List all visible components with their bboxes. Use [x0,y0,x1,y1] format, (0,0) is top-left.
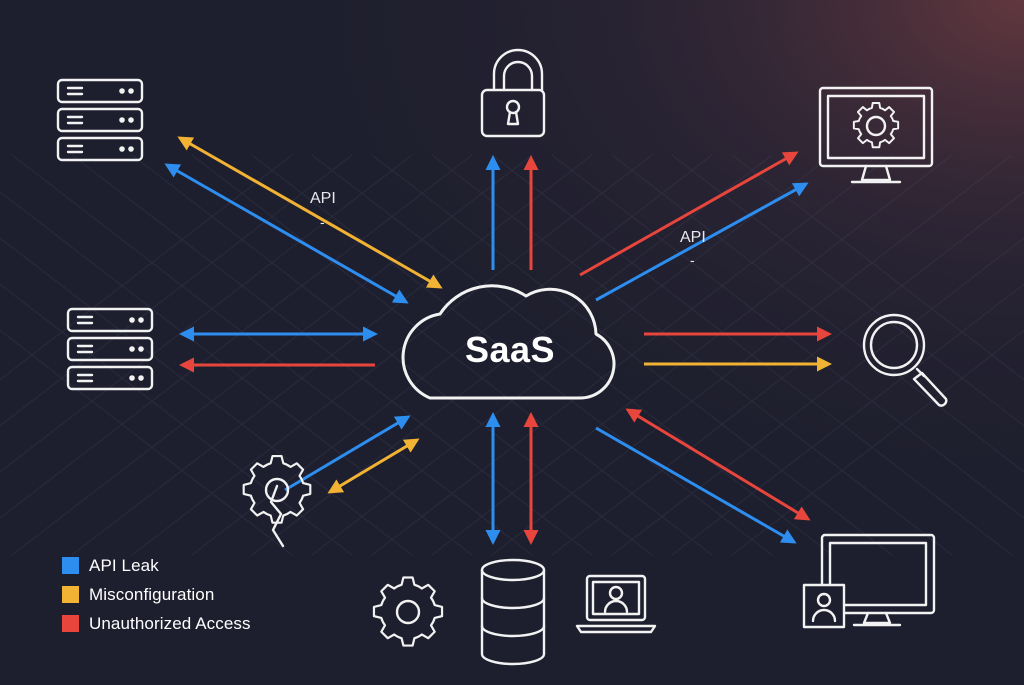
legend-label: Unauthorized Access [89,613,251,633]
arrow-misconfig-bottom-left [327,438,420,494]
api-annotation-left-sub: - [320,214,325,230]
legend: API Leak Misconfiguration Unauthorized A… [62,551,251,638]
arrow-api-leak-top-right [595,182,809,302]
monitor-gear-icon [818,86,934,184]
arrow-unauthorized-bottom-right [625,408,811,521]
saas-label: SaaS [464,329,556,370]
legend-swatch-misconfiguration [62,586,79,603]
api-annotation-right: API [680,229,706,246]
legend-swatch-unauthorized-access [62,615,79,632]
padlock-icon [480,48,546,138]
database-icon [480,558,546,666]
legend-swatch-api-leak [62,557,79,574]
arrow-unauthorized-top-right [579,151,799,277]
legend-label: API Leak [89,555,159,575]
arrow-api-leak-bottom-right [595,426,797,544]
legend-item-misconfiguration: Misconfiguration [62,580,251,609]
broken-gear-icon [242,455,312,548]
arrow-api-leak-top-left [164,163,409,304]
api-annotation-left: API [310,190,336,207]
cloud-icon [401,284,616,400]
laptop-user-icon [575,574,657,634]
server-rack-icon [66,307,154,391]
magnifier-icon [862,313,948,407]
legend-item-api-leak: API Leak [62,551,251,580]
monitor-user-icon [802,533,936,629]
arrow-misconfig-top-left [177,136,443,289]
gear-icon [372,576,444,647]
arrow-api-leak-bottom-left [284,415,411,492]
legend-item-unauthorized-access: Unauthorized Access [62,609,251,638]
server-rack-icon [56,78,144,162]
api-annotation-right-sub: - [690,252,695,268]
legend-label: Misconfiguration [89,584,215,604]
